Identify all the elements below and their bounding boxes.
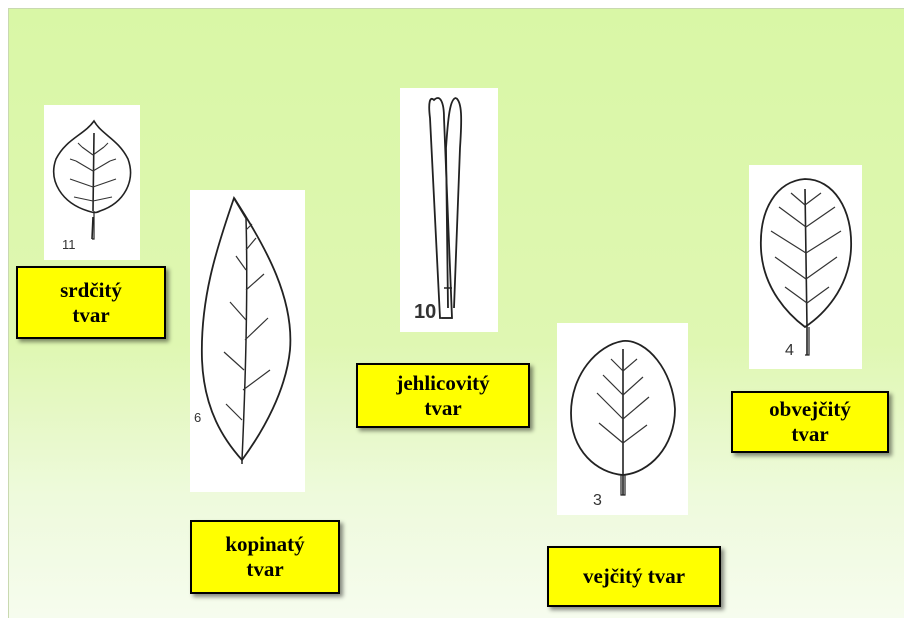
obovate-leaf-icon: 4: [749, 165, 862, 369]
heart-shaped-leaf-icon: 11: [44, 105, 140, 260]
label-jehlicovity: jehlicovitý tvar: [356, 363, 530, 428]
lanceolate-leaf-icon: 6: [190, 190, 305, 492]
leaf-number: 3: [593, 492, 602, 509]
label-kopinaty: kopinatý tvar: [190, 520, 340, 594]
label-vejcity: vejčitý tvar: [547, 546, 721, 607]
label-obvejcity: obvejčitý tvar: [731, 391, 889, 453]
leaf-number: 11: [62, 237, 76, 252]
leaf-number: 10: [414, 301, 436, 323]
ovate-leaf-icon: 3: [557, 323, 688, 515]
needle-leaf-card: 10: [400, 88, 498, 332]
obovate-leaf-card: 4: [749, 165, 862, 369]
leaf-number: 4: [785, 342, 794, 359]
needle-leaf-icon: 10: [400, 88, 498, 332]
heart-leaf-card: 11: [44, 105, 140, 260]
label-srdcity: srdčitý tvar: [16, 266, 166, 339]
lanceolate-leaf-card: 6: [190, 190, 305, 492]
ovate-leaf-card: 3: [557, 323, 688, 515]
leaf-number: 6: [194, 410, 201, 425]
